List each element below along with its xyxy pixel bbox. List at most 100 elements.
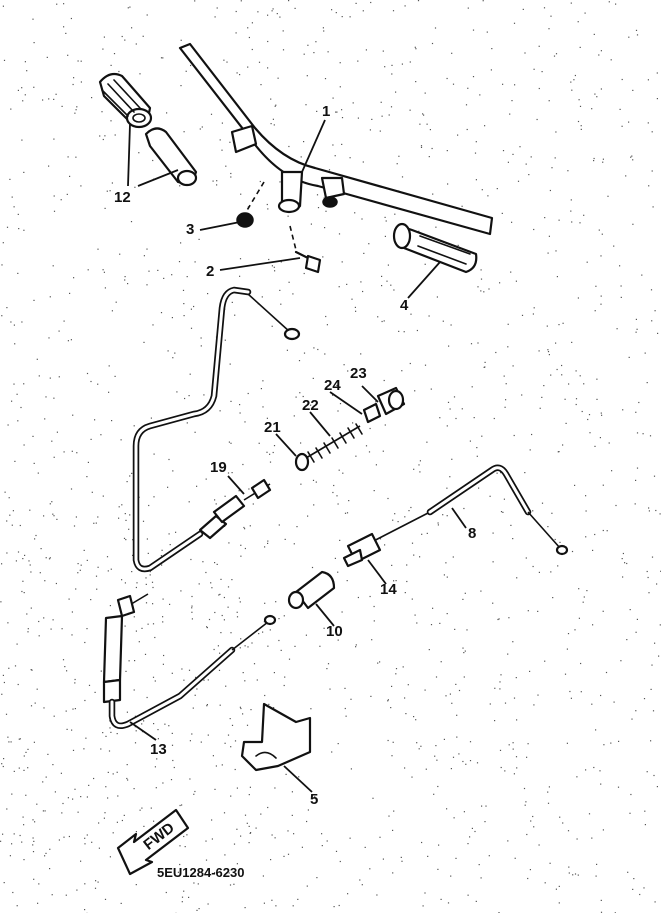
speckle-dot	[94, 887, 97, 889]
speckle-dot	[86, 796, 88, 798]
speckle-dot	[120, 902, 122, 904]
washer	[294, 452, 310, 472]
callout-2: 2	[206, 263, 215, 280]
speckle-dot	[558, 885, 560, 887]
speckle-dot	[219, 593, 221, 595]
speckle-dot	[295, 251, 297, 253]
speckle-dot	[8, 497, 10, 499]
speckle-dot	[121, 504, 123, 506]
speckle-dot	[71, 611, 73, 613]
speckle-dot	[234, 314, 236, 316]
speckle-dot	[125, 539, 127, 541]
speckle-dot	[326, 840, 328, 842]
speckle-dot	[278, 618, 280, 620]
speckle-dot	[205, 840, 207, 842]
speckle-dot	[160, 312, 163, 314]
speckle-dot	[141, 731, 144, 733]
speckle-dot	[32, 851, 35, 853]
speckle-dot	[133, 425, 135, 427]
speckle-dot	[385, 220, 387, 222]
speckle-dot	[442, 514, 444, 516]
speckle-dot	[114, 375, 116, 377]
speckle-dot	[370, 695, 372, 697]
speckle-dot	[45, 396, 47, 398]
speckle-dot	[452, 556, 454, 558]
speckle-dot	[360, 281, 362, 283]
speckle-dot	[151, 581, 154, 583]
speckle-dot	[344, 707, 346, 710]
speckle-dot	[566, 648, 568, 650]
speckle-dot	[494, 720, 496, 722]
speckle-dot	[386, 280, 388, 282]
speckle-dot	[137, 513, 139, 515]
speckle-dot	[529, 869, 531, 871]
speckle-dot	[467, 87, 469, 89]
speckle-dot	[484, 227, 487, 229]
speckle-dot	[446, 613, 448, 615]
speckle-dot	[243, 526, 245, 529]
speckle-dot	[19, 834, 21, 837]
speckle-dot	[636, 618, 638, 620]
speckle-dot	[162, 598, 164, 600]
speckle-dot	[359, 879, 361, 881]
speckle-dot	[191, 607, 193, 609]
speckle-dot	[23, 859, 25, 861]
speckle-dot	[648, 592, 650, 594]
speckle-dot	[112, 832, 114, 834]
speckle-dot	[266, 203, 268, 206]
speckle-dot	[436, 296, 438, 298]
speckle-dot	[352, 422, 354, 424]
speckle-dot	[58, 376, 60, 378]
speckle-dot	[186, 276, 188, 278]
speckle-dot	[98, 822, 100, 824]
speckle-dot	[179, 804, 181, 807]
speckle-dot	[213, 648, 215, 651]
speckle-dot	[527, 877, 529, 880]
speckle-dot	[9, 514, 11, 516]
speckle-dot	[401, 176, 404, 178]
speckle-dot	[198, 238, 200, 240]
speckle-dot	[194, 431, 196, 433]
speckle-dot	[44, 580, 46, 582]
callout-10: 10	[326, 623, 343, 640]
speckle-dot	[107, 771, 109, 773]
speckle-dot	[409, 61, 411, 63]
speckle-dot	[489, 703, 491, 705]
speckle-dot	[387, 264, 389, 266]
speckle-dot	[205, 571, 207, 574]
speckle-dot	[120, 439, 122, 441]
speckle-dot	[428, 156, 430, 158]
speckle-dot	[251, 642, 253, 644]
speckle-dot	[183, 131, 185, 133]
speckle-dot	[532, 510, 534, 512]
speckle-dot	[510, 524, 512, 526]
speckle-dot	[52, 764, 54, 766]
speckle-dot	[188, 395, 190, 397]
speckle-dot	[183, 835, 185, 838]
speckle-dot	[288, 281, 290, 283]
speckle-dot	[259, 755, 261, 757]
speckle-dot	[90, 599, 92, 601]
speckle-dot	[264, 694, 266, 697]
speckle-dot	[249, 786, 251, 788]
speckle-dot	[207, 293, 209, 295]
speckle-dot	[69, 175, 71, 177]
speckle-dot	[554, 157, 556, 159]
callout-19: 19	[210, 459, 227, 476]
speckle-dot	[273, 266, 275, 268]
speckle-dot	[656, 583, 658, 585]
speckle-dot	[613, 701, 615, 703]
speckle-dot	[555, 888, 557, 890]
speckle-dot	[283, 615, 285, 617]
speckle-dot	[233, 843, 236, 845]
speckle-dot	[428, 649, 430, 651]
speckle-dot	[287, 853, 290, 855]
speckle-dot	[52, 619, 54, 621]
speckle-dot	[200, 741, 202, 743]
speckle-dot	[248, 842, 250, 844]
speckle-dot	[271, 899, 273, 901]
speckle-dot	[411, 598, 413, 600]
speckle-dot	[210, 113, 213, 115]
speckle-dot	[636, 328, 638, 330]
speckle-dot	[172, 357, 174, 359]
